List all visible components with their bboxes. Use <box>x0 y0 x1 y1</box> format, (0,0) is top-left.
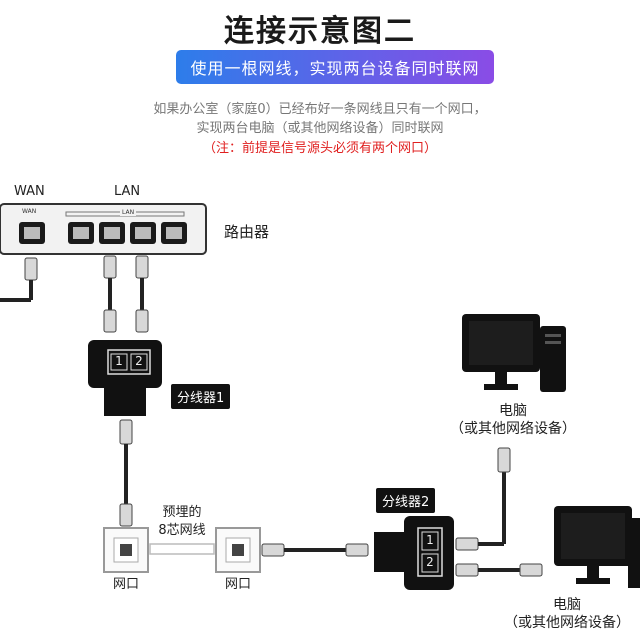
lan-label: LAN <box>114 184 141 199</box>
computer-2 <box>554 506 640 588</box>
wall-port-2 <box>215 527 261 573</box>
computer-1-label-line-1: 电脑 <box>499 403 527 419</box>
wan-label: WAN <box>14 184 45 199</box>
cable-to-computer-2 <box>455 563 543 577</box>
wall-port-1 <box>103 527 149 573</box>
subtitle-banner: 使用一根网线，实现两台设备同时联网 <box>176 50 494 84</box>
computer-1-label: 电脑 （或其他网络设备） <box>440 402 586 438</box>
cable-to-wall-port-1 <box>119 419 133 527</box>
router-wan-port <box>19 222 45 244</box>
description-line-2: 实现两台电脑（或其他网络设备）同时联网 <box>196 121 444 136</box>
router-lan-port-4 <box>161 222 187 244</box>
splitter-1-port-2: 2 <box>135 354 143 368</box>
splitter-2-port-2: 2 <box>426 555 434 569</box>
embedded-cable-label-line-1: 预埋的 <box>162 505 202 520</box>
router <box>0 203 207 255</box>
embedded-cable-label: 预埋的 8芯网线 <box>150 504 214 540</box>
router-lan-port-2 <box>99 222 125 244</box>
splitter-2 <box>374 516 454 590</box>
embedded-cable-label-line-2: 8芯网线 <box>158 523 206 538</box>
splitter-1 <box>88 340 162 416</box>
wan-cable <box>0 257 38 302</box>
router-lan-small-label: LAN <box>120 209 137 216</box>
cable-to-computer-1 <box>455 447 511 551</box>
computer-1-label-line-2: （或其他网络设备） <box>450 421 576 437</box>
splitter-2-port-1: 1 <box>426 533 434 547</box>
page-title: 连接示意图二 <box>224 14 416 49</box>
wall-port-1-label: 网口 <box>112 577 139 592</box>
requirement-note: （注：前提是信号源头必须有两个网口） <box>202 141 437 156</box>
lan-cable-1 <box>103 255 117 333</box>
lan-cable-2 <box>135 255 149 333</box>
splitter-1-port-1: 1 <box>115 354 123 368</box>
computer-2-label-line-1: 电脑 <box>553 597 581 613</box>
router-name: 路由器 <box>224 223 270 241</box>
splitter-1-label: 分线器1 <box>171 384 231 409</box>
computer-1 <box>462 314 566 392</box>
router-lan-port-3 <box>130 222 156 244</box>
computer-2-label: 电脑 （或其他网络设备） <box>494 596 640 632</box>
computer-2-label-line-2: （或其他网络设备） <box>504 615 630 631</box>
cable-to-splitter-2 <box>261 543 369 557</box>
wall-port-2-label: 网口 <box>224 577 251 592</box>
splitter-2-label: 分线器2 <box>376 488 436 513</box>
embedded-cable <box>149 543 215 555</box>
description-line-1: 如果办公室（家庭0）已经布好一条网线且只有一个网口， <box>153 102 487 117</box>
router-wan-small-label: WAN <box>22 208 37 215</box>
router-lan-port-1 <box>68 222 94 244</box>
